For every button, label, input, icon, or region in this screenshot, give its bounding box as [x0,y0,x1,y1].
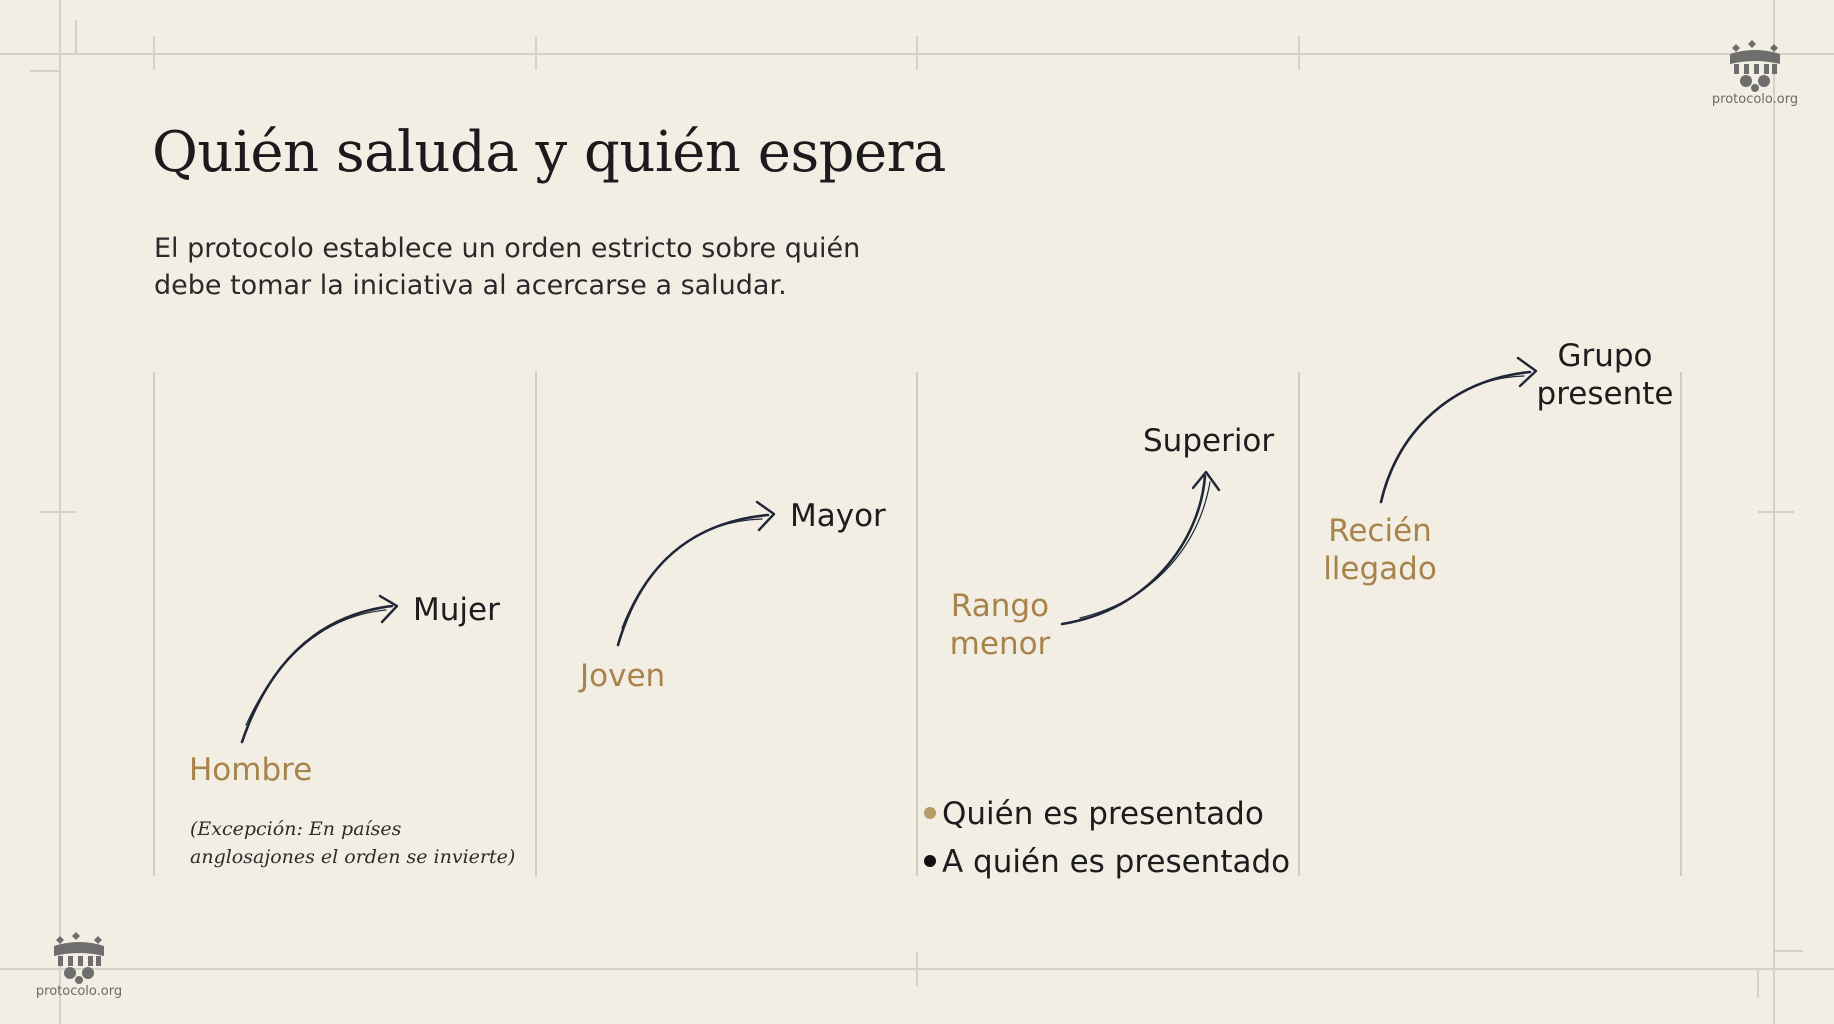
frame-tick-top-2 [535,36,537,70]
logo-text: protocolo.org [35,984,123,999]
legend-dot-black [924,854,936,867]
label-recien-llegado: Recién llegado [1323,513,1437,587]
label-mayor: Mayor [790,498,886,534]
frame-tick-left [40,511,76,513]
frame-tick-top-3 [916,36,918,70]
logo-top-right: protocolo.org [1705,34,1805,107]
column-divider [153,372,155,876]
legend-label: A quién es presentado [942,844,1291,880]
label-superior: Superior [1143,423,1275,459]
label-grupo-presente: Grupo presente [1536,338,1674,412]
page-title: Quién saluda y quién espera [152,120,946,185]
frame-corner-tl2 [30,70,60,72]
crown-icon [54,932,104,984]
column-divider [1298,372,1300,876]
frame-corner-tl [75,20,77,55]
arrow-rango-superior [1060,470,1221,626]
crown-icon [1730,40,1780,92]
label-mujer: Mujer [413,592,500,628]
frame-tick-right [1758,511,1794,513]
legend-item-presented-to: A quién es presentado [924,844,1290,880]
arrow-hombre-mujer [240,594,399,744]
legend-dot-gold [924,806,936,819]
label-joven: Joven [580,658,666,694]
frame-corner-br2 [1773,950,1803,952]
exception-note: (Excepción: En países anglosajones el or… [190,818,516,868]
label-hombre: Hombre [189,752,313,788]
logo-bottom-left: protocolo.org [29,926,129,999]
column-divider [535,372,537,876]
label-rango-menor: Rango menor [949,588,1051,662]
frame-tick-bottom [916,952,918,986]
page-subtitle: El protocolo establece un orden estricto… [154,233,861,301]
column-divider [1680,372,1682,876]
frame-corner-br [1757,968,1759,998]
legend-label: Quién es presentado [942,796,1264,832]
arrow-recien-grupo [1379,356,1538,504]
arrow-joven-mayor [616,500,776,647]
column-divider [916,372,918,876]
frame-tick-top-1 [153,36,155,70]
legend-item-presented: Quién es presentado [924,796,1264,832]
frame-tick-top-4 [1298,36,1300,70]
logo-text: protocolo.org [1711,92,1799,107]
